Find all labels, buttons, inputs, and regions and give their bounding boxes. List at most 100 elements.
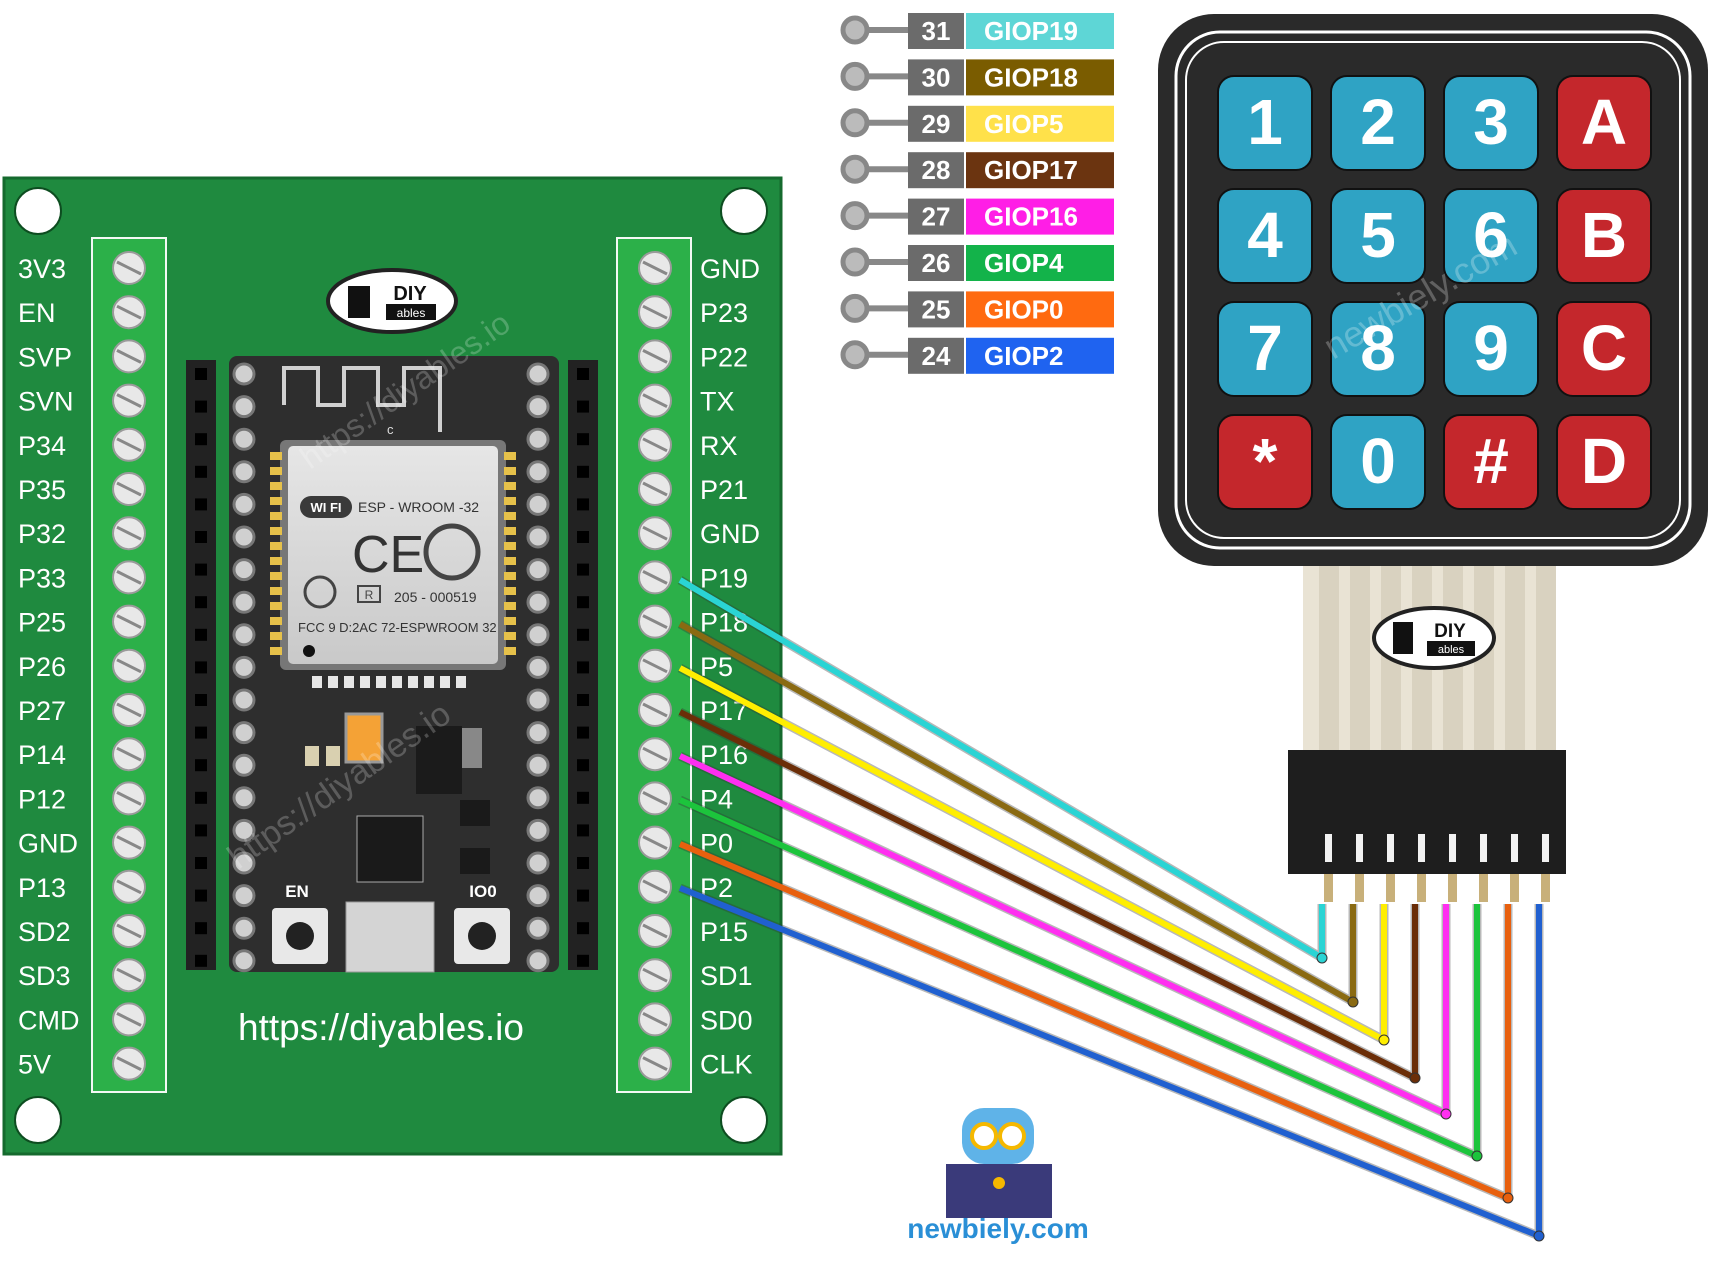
cert-number: 205 - 000519 — [394, 589, 477, 605]
keypad-key-label: 4 — [1247, 199, 1283, 271]
left-pin-label: EN — [18, 298, 56, 328]
keypad-key[interactable] — [1330, 188, 1426, 284]
keypad-key-label: C — [1581, 312, 1627, 384]
keypad-key[interactable] — [1556, 188, 1652, 284]
devkit-pad — [526, 395, 550, 419]
module-castellation — [270, 467, 282, 475]
header-pin — [195, 400, 207, 413]
keypad-key[interactable] — [1217, 188, 1313, 284]
module-castellation — [504, 557, 516, 565]
header-pin — [195, 954, 207, 967]
header-pin — [195, 889, 207, 902]
legend-name-box — [966, 291, 1114, 328]
en-button-cap[interactable] — [286, 922, 314, 950]
devkit-pad — [232, 427, 256, 451]
module-castellation — [270, 647, 282, 655]
legend-pin-dot — [840, 108, 870, 138]
wire-bend — [1347, 996, 1359, 1008]
header-pin — [195, 922, 207, 935]
legend-pin-number: 29 — [922, 109, 951, 139]
devkit-pad — [232, 623, 256, 647]
keypad-key-label: 5 — [1360, 199, 1396, 271]
header-pin — [195, 498, 207, 511]
keypad-key[interactable] — [1443, 414, 1539, 510]
header-pin — [577, 563, 589, 576]
module-castellation — [376, 676, 386, 688]
screw-slot — [116, 260, 142, 276]
io0-button-cap[interactable] — [468, 922, 496, 950]
wire-p5 — [678, 665, 1387, 1043]
module-castellation — [270, 617, 282, 625]
header-pin — [195, 368, 207, 380]
keypad-key[interactable] — [1556, 414, 1652, 510]
legend-pin-number: 31 — [922, 16, 951, 46]
screw-slot — [642, 525, 668, 541]
board-logo-bottom: ables — [397, 306, 426, 320]
keypad-key[interactable] — [1443, 75, 1539, 171]
header-pin — [577, 857, 589, 869]
devkit-pad — [232, 590, 256, 614]
header-pin — [195, 694, 207, 706]
screw-slot — [642, 746, 668, 762]
screw-slot — [642, 923, 668, 939]
left-pin-label: 5V — [18, 1050, 51, 1080]
legend-pin-name: GIOP17 — [984, 155, 1078, 185]
header-pin — [195, 531, 207, 543]
board-url: https://diyables.io — [238, 1007, 524, 1048]
screw-slot — [116, 304, 142, 320]
module-castellation — [328, 676, 338, 688]
module-name: ESP - WROOM -32 — [358, 499, 479, 515]
keypad-key[interactable] — [1330, 75, 1426, 171]
devkit-pad — [526, 525, 550, 549]
header-pin — [577, 954, 589, 967]
keypad-key[interactable] — [1556, 301, 1652, 397]
left-pin-label: GND — [18, 829, 78, 859]
connector-slot — [1325, 834, 1332, 862]
keypad-key[interactable] — [1443, 188, 1539, 284]
screw-slot — [642, 481, 668, 497]
legend-pin-dot — [840, 340, 870, 370]
legend-name-box — [966, 13, 1114, 49]
devkit-pad — [232, 884, 256, 908]
connector-pin — [1324, 874, 1333, 902]
screw-slot — [116, 349, 142, 364]
devkit-pad — [526, 949, 550, 973]
keypad-key-label: A — [1581, 86, 1627, 158]
keypad-key[interactable] — [1217, 301, 1313, 397]
io0-button-label: IO0 — [469, 882, 496, 901]
owl-eye — [998, 1122, 1026, 1150]
wire-bend — [1502, 1192, 1514, 1204]
espressif-logo-icon — [423, 523, 481, 581]
module-castellation — [270, 602, 282, 610]
keypad-key[interactable] — [1217, 75, 1313, 171]
screw-slot — [642, 967, 668, 983]
keypad-key[interactable] — [1443, 301, 1539, 397]
connector-slot — [1449, 834, 1456, 862]
legend-pin-number: 27 — [922, 202, 951, 232]
header-pin — [577, 596, 589, 609]
header-pin — [195, 465, 207, 478]
keypad-key[interactable] — [1217, 414, 1313, 510]
module-castellation — [270, 527, 282, 535]
module-castellation — [392, 676, 402, 688]
connector-pin — [1448, 874, 1457, 902]
ribbon-wire — [1505, 566, 1525, 756]
screw-slot — [116, 1012, 142, 1027]
keypad-key[interactable] — [1330, 414, 1426, 510]
header-pin — [577, 400, 589, 413]
wire-bend — [1316, 952, 1328, 964]
header-pin — [577, 368, 589, 380]
devkit-pad — [526, 753, 550, 777]
module-castellation — [504, 512, 516, 520]
keypad-key[interactable] — [1556, 75, 1652, 171]
keypad-key[interactable] — [1330, 301, 1426, 397]
devkit-pad — [232, 786, 256, 810]
devkit-pad — [526, 427, 550, 451]
devkit-pad — [526, 786, 550, 810]
esp32-screw-terminal-board: 3V3ENSVPSVNP34P35P32P33P25P26P27P14P12GN… — [2, 176, 783, 1156]
diyables-logo — [326, 268, 458, 334]
module-castellation — [504, 467, 516, 475]
certification-icon — [303, 575, 337, 609]
right-pin-label: P22 — [700, 342, 748, 372]
